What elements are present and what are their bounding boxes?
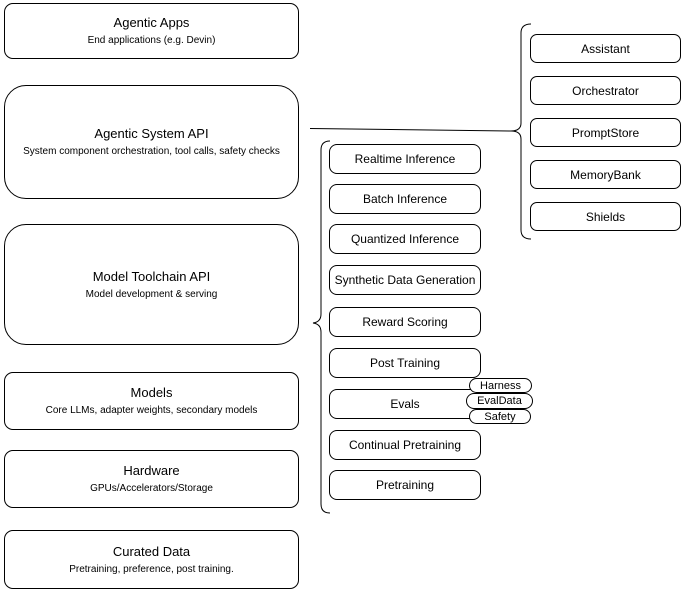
node-evals: Evals: [329, 389, 481, 419]
node-title: Agentic Apps: [113, 15, 190, 30]
node-label: Post Training: [369, 356, 441, 370]
pill-label: Safety: [484, 410, 516, 423]
node-subtitle: System component orchestration, tool cal…: [23, 146, 280, 157]
node-subtitle: Core LLMs, adapter weights, secondary mo…: [45, 405, 258, 416]
pill-safety: Safety: [469, 409, 531, 424]
node-label: Batch Inference: [362, 192, 448, 206]
node-curated-data: Curated Data Pretraining, preference, po…: [4, 530, 299, 589]
toolchain-brace: [312, 140, 331, 514]
node-agentic-system-api: Agentic System API System component orch…: [4, 85, 299, 199]
node-subtitle: Pretraining, preference, post training.: [69, 563, 234, 575]
node-reward-scoring: Reward Scoring: [329, 307, 481, 337]
node-label: Synthetic Data Generation: [334, 273, 476, 287]
node-synthetic-data-generation: Synthetic Data Generation: [329, 265, 481, 295]
node-models: Models Core LLMs, adapter weights, secon…: [4, 372, 299, 430]
node-label: MemoryBank: [570, 167, 641, 182]
node-label: Evals: [390, 397, 420, 411]
node-orchestrator: Orchestrator: [530, 76, 681, 105]
node-title: Model Toolchain API: [92, 268, 211, 284]
node-promptstore: PromptStore: [530, 118, 681, 147]
node-title: Agentic System API: [94, 126, 209, 141]
node-label: Realtime Inference: [354, 152, 456, 166]
node-assistant: Assistant: [530, 34, 681, 63]
pill-harness: Harness: [469, 378, 532, 393]
node-label: Orchestrator: [572, 83, 639, 98]
node-label: Reward Scoring: [362, 315, 448, 329]
pill-label: EvalData: [477, 395, 522, 407]
node-quantized-inference: Quantized Inference: [329, 224, 481, 254]
node-shields: Shields: [530, 202, 681, 231]
node-batch-inference: Batch Inference: [329, 184, 481, 214]
node-continual-pretraining: Continual Pretraining: [329, 430, 481, 460]
node-realtime-inference: Realtime Inference: [329, 144, 481, 174]
node-model-toolchain-api: Model Toolchain API Model development & …: [4, 224, 299, 345]
system-components-brace: [510, 23, 532, 240]
node-label: Assistant: [581, 41, 630, 56]
node-memorybank: MemoryBank: [530, 160, 681, 189]
node-label: Shields: [585, 209, 626, 224]
node-title: Curated Data: [112, 543, 191, 559]
system-api-to-brace-line: [309, 128, 512, 132]
node-subtitle: Model development & serving: [85, 288, 218, 300]
node-post-training: Post Training: [329, 348, 481, 378]
node-label: PromptStore: [571, 125, 640, 140]
node-title: Hardware: [123, 463, 180, 478]
node-label: Quantized Inference: [350, 232, 460, 246]
pill-evaldata: EvalData: [466, 393, 533, 409]
pill-label: Harness: [480, 379, 521, 392]
node-subtitle: GPUs/Accelerators/Storage: [90, 483, 213, 494]
node-subtitle: End applications (e.g. Devin): [87, 35, 216, 46]
node-title: Models: [130, 385, 173, 400]
node-label: Pretraining: [375, 478, 435, 492]
node-pretraining: Pretraining: [329, 470, 481, 500]
node-hardware: Hardware GPUs/Accelerators/Storage: [4, 450, 299, 508]
node-label: Continual Pretraining: [348, 438, 462, 452]
node-agentic-apps: Agentic Apps End applications (e.g. Devi…: [4, 3, 299, 59]
